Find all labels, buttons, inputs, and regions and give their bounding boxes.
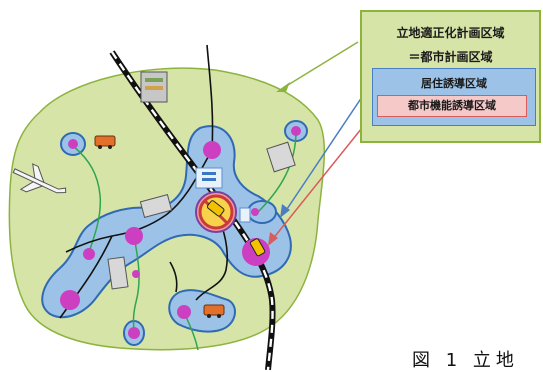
bus-icon	[94, 135, 225, 318]
arrow-residential-area	[284, 81, 373, 213]
railway-line	[109, 50, 276, 370]
hospital-icon	[195, 167, 251, 223]
airplane-icon	[12, 163, 67, 194]
arrowhead-residential-area	[280, 204, 290, 218]
train-icon	[206, 200, 266, 257]
legend-urban-function-area: 都市機能誘導区域	[377, 95, 527, 117]
arrowhead-urban-function	[268, 232, 278, 246]
figure-caption: 図 1 立地	[412, 350, 519, 371]
residential-area-bottom	[168, 289, 236, 333]
building-icon	[107, 71, 296, 290]
arrowhead-planning-area	[276, 82, 290, 92]
legend-city-planning-label: ＝都市計画区域	[408, 50, 493, 64]
legend-planning-area-label: 立地適正化計画区域	[396, 26, 505, 40]
arrow-planning-area	[282, 41, 359, 89]
legend-residential-area-label: 居住誘導区域	[421, 77, 487, 90]
